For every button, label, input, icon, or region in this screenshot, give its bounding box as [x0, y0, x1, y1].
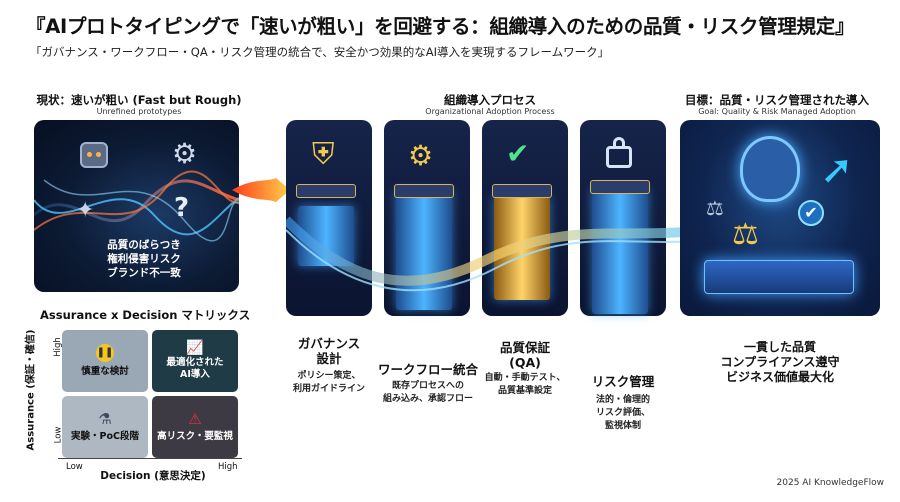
matrix-cell-bottom-left: ⚗ 実験・PoC段階 — [62, 396, 148, 458]
robot-icon — [80, 142, 108, 168]
stage-label-governance: ガバナンス 設計 — [297, 336, 361, 366]
current-state-heading: 現状：速いが粗い (Fast but Rough) — [36, 93, 242, 107]
stage-label-qa: 品質保証 (QA) — [499, 340, 550, 370]
balance-scale-icon: ⚖ — [706, 196, 724, 220]
process-subheading: Organizational Adoption Process — [425, 107, 555, 116]
warning-icon: ⚠ — [188, 409, 202, 428]
current-state-subheading: Unrefined prototypes — [96, 107, 182, 116]
broken-piece-icon: ✦ — [76, 198, 95, 223]
goal-outcomes: 一貫した品質 コンプライアンス遵守 ビジネス価値最大化 — [720, 340, 840, 384]
process-heading: 組織導入プロセス — [444, 93, 536, 107]
assurance-decision-matrix: ❚❚ 慎重な検討 📈 最適化された AI導入 ⚗ 実験・PoC段階 ⚠ 高リスク… — [62, 330, 238, 458]
footer-credit: 2025 AI KnowledgeFlow — [776, 478, 884, 488]
issue-item: ブランド不一致 — [107, 267, 181, 279]
question-mark-icon: ? — [174, 193, 190, 223]
matrix-x-high-label: High — [218, 462, 238, 472]
matrix-title: Assurance x Decision マトリックス — [40, 308, 251, 322]
page-title: 『AIプロトタイピングで「速いが粗い」を回避する：組織導入のための品質・リスク管… — [26, 15, 855, 38]
chaotic-flow-graphic — [34, 170, 239, 242]
matrix-cell-top-right: 📈 最適化された AI導入 — [152, 330, 238, 392]
brain-shield-icon — [740, 136, 800, 202]
stage-desc-governance: ポリシー策定、 利用ガイドライン — [292, 371, 365, 394]
flask-icon: ⚗ — [98, 409, 112, 428]
goal-subheading: Goal: Quality & Risk Managed Adoption — [698, 107, 856, 116]
transition-arrow-icon — [232, 178, 290, 202]
matrix-cell-top-left: ❚❚ 慎重な検討 — [62, 330, 148, 392]
workflow-gear-icon: ⚙ — [408, 139, 434, 172]
issue-list: 品質のばらつき 権利侵害リスク ブランド不一致 — [74, 238, 214, 280]
pillar-top — [492, 184, 552, 198]
stage-desc-workflow: 既存プロセスへの 組み込み、承認フロー — [382, 381, 473, 404]
stage-desc-qa: 自動・手動テスト、 品質基準設定 — [484, 373, 566, 396]
flow-ribbon-graphic — [286, 216, 706, 292]
gear-icon: ⚙ — [172, 137, 198, 170]
matrix-y-axis-label: Assurance (保証・確信) — [25, 329, 37, 451]
matrix-x-low-label: Low — [66, 462, 83, 472]
matrix-x-axis-label: Decision (意思決定) — [100, 470, 206, 482]
issue-item: 権利侵害リスク — [107, 253, 181, 265]
goal-platform — [704, 260, 854, 294]
balance-scale-icon: ⚖ — [732, 217, 759, 252]
goal-panel: ✔ ➚ ⚖ ⚖ — [680, 120, 880, 316]
lock-icon — [606, 137, 632, 168]
checkmark-badge-icon: ✔ — [798, 200, 824, 226]
page-subtitle: 「ガバナンス・ワークフロー・QA・リスク管理の統合で、安全かつ効果的なAI導入を… — [30, 45, 610, 59]
issue-item: 品質のばらつき — [107, 239, 181, 251]
pillar-risk — [592, 188, 648, 314]
stage-label-risk: リスク管理 — [591, 374, 655, 389]
shield-document-icon: ⛨ — [312, 137, 335, 172]
magnifier-check-icon: ✔ — [506, 137, 530, 170]
matrix-cell-bottom-right: ⚠ 高リスク・要監視 — [152, 396, 238, 458]
pillar-top — [296, 184, 356, 198]
pillar-top — [394, 184, 454, 198]
goal-heading: 目標：品質・リスク管理された導入 — [685, 93, 869, 107]
pause-icon: ❚❚ — [96, 344, 114, 362]
pillar-top — [590, 180, 650, 194]
stage-label-workflow: ワークフロー統合 — [377, 362, 478, 377]
growth-arrow-icon: ➚ — [820, 147, 854, 193]
growth-chart-icon: 📈 — [186, 340, 204, 356]
matrix-x-axis-line — [58, 458, 242, 459]
current-state-panel: ⚙ ✦ ? 品質のばらつき 権利侵害リスク ブランド不一致 — [34, 120, 239, 292]
stage-desc-risk: 法的・倫理的 リスク評価、 監視体制 — [595, 395, 650, 431]
